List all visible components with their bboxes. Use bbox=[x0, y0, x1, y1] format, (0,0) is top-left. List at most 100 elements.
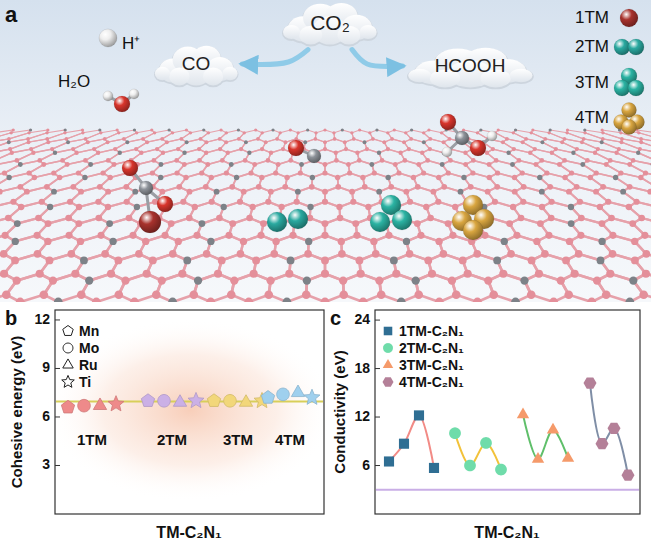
carbon-atom bbox=[530, 131, 533, 134]
dimer-cluster bbox=[267, 212, 287, 232]
nitrogen-atom bbox=[571, 151, 575, 155]
nitrogen-atom bbox=[14, 220, 21, 227]
nitrogen-atom bbox=[282, 298, 291, 302]
carbon-atom bbox=[97, 232, 104, 239]
carbon-atom bbox=[106, 158, 111, 163]
carbon-atom bbox=[539, 204, 545, 210]
carbon-atom bbox=[350, 131, 353, 134]
carbon-atom bbox=[41, 162, 46, 167]
carbon-atom bbox=[96, 151, 100, 155]
carbon-atom bbox=[135, 250, 143, 258]
carbon-atom bbox=[452, 290, 461, 299]
carbon-atom bbox=[149, 256, 157, 264]
carbon-atom bbox=[544, 170, 549, 175]
axis-title: Conductivity (eV) bbox=[332, 350, 349, 473]
carbon-atom bbox=[449, 232, 456, 239]
nitrogen-atom bbox=[66, 140, 70, 144]
carbon-atom bbox=[562, 175, 567, 180]
carbon-atom bbox=[344, 147, 348, 151]
carbon-atom bbox=[219, 128, 222, 131]
oxygen-atom bbox=[122, 160, 138, 176]
carbon-atom bbox=[152, 290, 161, 299]
legend-text: Ti bbox=[79, 374, 91, 390]
carbon-atom bbox=[270, 250, 278, 258]
plot-frame bbox=[375, 310, 640, 514]
carbon-atom bbox=[407, 199, 413, 205]
carbon-atom bbox=[142, 238, 149, 245]
nitrogen-atom bbox=[53, 151, 57, 155]
legend-swatch bbox=[612, 66, 646, 100]
marker-shape bbox=[63, 343, 73, 353]
carbon-atom bbox=[557, 162, 562, 167]
nitrogen-atom bbox=[613, 175, 618, 180]
nitrogen-atom bbox=[303, 140, 307, 144]
carbon-atom bbox=[647, 189, 651, 195]
carbon-atom bbox=[122, 137, 126, 141]
carbon-atom bbox=[575, 147, 579, 151]
carbon-atom bbox=[224, 140, 228, 144]
legend-entry: Ti bbox=[61, 374, 91, 390]
lattice-ring bbox=[0, 173, 34, 192]
nitrogen-atom bbox=[6, 175, 11, 180]
carbon-atom bbox=[440, 131, 443, 134]
carbon-atom bbox=[76, 170, 81, 175]
carbon-atom bbox=[571, 270, 579, 278]
carbon-atom bbox=[495, 170, 500, 175]
carbon-atom bbox=[421, 170, 426, 175]
carbon-atom bbox=[39, 290, 48, 299]
data-marker bbox=[304, 389, 320, 404]
carbon-atom bbox=[27, 170, 32, 175]
carbon-atom bbox=[237, 137, 241, 141]
carbon-atom bbox=[339, 276, 347, 284]
carbon-atom bbox=[473, 250, 481, 258]
panel-background bbox=[0, 0, 651, 302]
carbon-atom bbox=[643, 170, 648, 175]
carbon-atom bbox=[77, 290, 86, 299]
carbon-atom bbox=[229, 184, 235, 190]
carbon-atom bbox=[441, 184, 447, 190]
carbon-atom bbox=[178, 270, 186, 278]
carbon-atom bbox=[427, 128, 430, 131]
nitrogen-atom bbox=[214, 189, 220, 195]
carbon-atom bbox=[186, 215, 193, 222]
carbon-atom bbox=[31, 151, 35, 155]
nitrogen-atom bbox=[18, 162, 23, 167]
carbon-atom bbox=[81, 131, 84, 134]
lattice-ring bbox=[542, 139, 577, 153]
nitrogen-atom bbox=[185, 140, 189, 144]
data-marker bbox=[141, 394, 154, 407]
carbon-atom bbox=[575, 250, 583, 258]
carbon-atom bbox=[246, 215, 253, 222]
carbon-atom bbox=[609, 232, 616, 239]
carbon-atom bbox=[435, 238, 442, 245]
carbon-atom bbox=[81, 128, 84, 131]
carbon-atom bbox=[298, 170, 303, 175]
carbon-atom bbox=[352, 137, 356, 141]
legend-text: 3TM bbox=[575, 73, 609, 93]
group-label: 1TM bbox=[77, 432, 107, 449]
lattice-ring bbox=[616, 173, 651, 192]
carbon-atom bbox=[641, 232, 648, 239]
carbon-atom bbox=[609, 250, 617, 258]
dimer-cluster bbox=[288, 209, 308, 229]
carbon-atom bbox=[403, 158, 408, 163]
carbon-atom bbox=[428, 147, 432, 151]
carbon-atom bbox=[360, 175, 365, 180]
carbon-atom bbox=[335, 184, 341, 190]
legend-entry: 4TM bbox=[575, 101, 646, 135]
carbon-atom bbox=[225, 131, 228, 134]
carbon-atom bbox=[385, 232, 392, 239]
carbon-atom bbox=[237, 250, 245, 258]
carbon-atom bbox=[521, 140, 525, 144]
carbon-atom bbox=[338, 238, 345, 245]
oxygen-atom bbox=[114, 96, 130, 112]
carbon-atom bbox=[13, 276, 21, 284]
carbon-atom bbox=[33, 232, 40, 239]
carbon-atom bbox=[179, 137, 183, 141]
carbon-atom bbox=[139, 181, 153, 195]
cloud-puff bbox=[222, 66, 237, 79]
carbon-atom bbox=[631, 238, 638, 245]
carbon-atom bbox=[252, 256, 260, 264]
nitrogen-atom bbox=[501, 238, 508, 245]
